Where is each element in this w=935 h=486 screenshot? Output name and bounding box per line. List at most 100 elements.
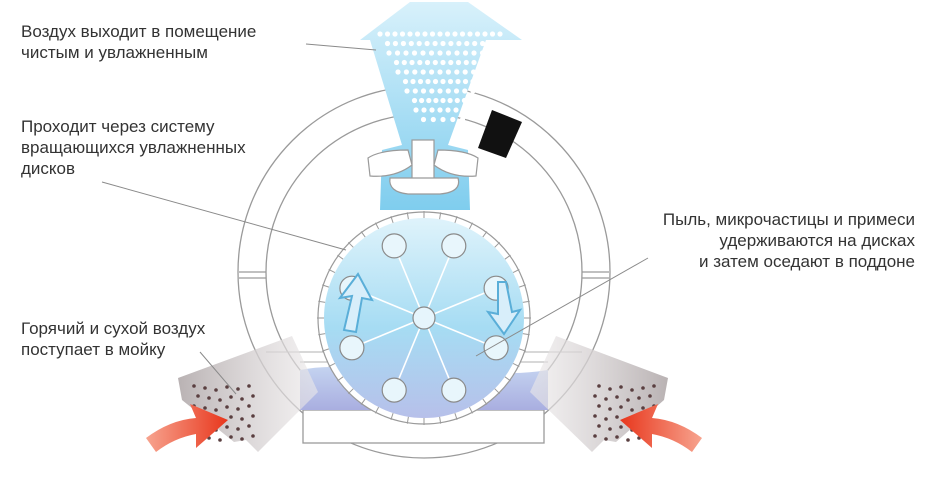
wheel-spoke xyxy=(423,317,497,349)
dust-particle xyxy=(626,398,630,402)
water-droplet xyxy=(463,59,469,66)
water-droplet xyxy=(452,31,458,37)
water-droplet xyxy=(412,69,418,75)
dust-particle xyxy=(225,405,229,409)
gear-tooth xyxy=(337,376,344,382)
water-droplet xyxy=(393,59,400,66)
water-droplet xyxy=(459,31,466,37)
water-droplet xyxy=(425,78,431,85)
dust-particle xyxy=(196,394,200,398)
gear-tooth xyxy=(390,216,394,224)
gear-tooth xyxy=(454,412,458,420)
gear-tooth xyxy=(318,300,326,303)
wheel-disc xyxy=(339,335,365,361)
water-droplet xyxy=(471,59,477,66)
water-droplet xyxy=(428,50,435,56)
dust-particle xyxy=(247,424,251,428)
dust-particle xyxy=(641,406,645,410)
dust-particle xyxy=(604,417,608,421)
water-droplet xyxy=(447,78,454,85)
gear-tooth xyxy=(454,216,458,224)
rotation-arrow-down-icon xyxy=(485,281,523,336)
dust-particle xyxy=(229,395,233,399)
dust-particle xyxy=(225,425,229,429)
water-droplet xyxy=(482,31,488,37)
dust-particle xyxy=(615,395,619,399)
gear-tooth xyxy=(504,254,511,260)
water-droplet xyxy=(462,50,469,56)
water-droplet xyxy=(409,59,415,66)
dust-particle xyxy=(214,408,218,412)
water-droplet xyxy=(437,88,443,94)
water-droplet xyxy=(440,59,446,66)
water-droplet xyxy=(461,107,467,113)
water-droplet xyxy=(471,69,477,75)
dust-particle xyxy=(251,414,255,418)
dust-particle xyxy=(240,437,244,441)
dust-particle xyxy=(637,396,641,400)
water-droplet xyxy=(440,40,446,47)
water-droplet xyxy=(429,69,435,75)
leader-lines xyxy=(101,43,649,395)
dust-label: Пыль, микрочастицы и примеси удерживаютс… xyxy=(663,209,915,272)
water-droplet xyxy=(497,31,503,37)
water-droplet xyxy=(454,97,460,104)
water-droplet xyxy=(426,97,432,104)
dust-particle xyxy=(608,387,612,391)
water-droplet xyxy=(416,40,422,47)
gear-tooth xyxy=(337,254,344,260)
dust-particle xyxy=(619,405,623,409)
water-droplet xyxy=(437,107,443,113)
water-droplet xyxy=(456,40,462,47)
water-droplet xyxy=(403,69,409,75)
water-droplet xyxy=(455,78,461,85)
water-droplet xyxy=(408,40,414,47)
water-droplet xyxy=(413,107,419,113)
water-droplet xyxy=(432,78,439,85)
wheel-spoke xyxy=(423,287,497,319)
wheel-disc xyxy=(381,233,407,259)
wheel-disc xyxy=(381,377,407,403)
water-droplet xyxy=(495,40,502,47)
water-droplet xyxy=(417,78,424,85)
water-droplet xyxy=(411,50,418,56)
water-droplet xyxy=(404,88,410,94)
discs-label-line2: вращающихся увлажненных xyxy=(21,138,246,157)
water-droplet xyxy=(462,69,468,75)
water-droplet xyxy=(440,116,446,123)
water-droplet xyxy=(422,31,428,37)
dust-particle xyxy=(604,437,608,441)
gear-tooth xyxy=(512,268,520,274)
water-droplet xyxy=(448,40,454,47)
water-droplet xyxy=(488,50,494,56)
water-droplet xyxy=(470,88,476,94)
water-droplet xyxy=(489,31,496,37)
water-droplet xyxy=(479,69,485,75)
dust-particle xyxy=(207,396,211,400)
dust-particle xyxy=(619,385,623,389)
dust-particle xyxy=(236,427,240,431)
gear-tooth xyxy=(439,416,442,424)
water-droplets xyxy=(377,31,503,123)
inlet-label-line2: поступает в мойку xyxy=(21,340,166,359)
water-droplet xyxy=(453,88,460,94)
discs-label: Проходит через систему вращающихся увлаж… xyxy=(21,116,246,179)
dust-particle xyxy=(192,384,196,388)
gear-tooth xyxy=(360,398,366,405)
dust-particle xyxy=(626,438,630,442)
discs-label-line3: дисков xyxy=(21,159,76,178)
water-droplet xyxy=(430,116,436,123)
dust-particle xyxy=(218,398,222,402)
dust-particle xyxy=(225,385,229,389)
water-droplet xyxy=(400,40,406,47)
gear-tooth xyxy=(439,212,442,220)
dust-particle xyxy=(597,424,601,428)
water-droplet xyxy=(440,97,446,104)
gear-tooth xyxy=(482,231,488,238)
water-droplet xyxy=(384,40,391,47)
fan xyxy=(367,139,479,195)
water-droplet xyxy=(403,50,409,56)
dust-particle xyxy=(652,384,656,388)
water-droplet xyxy=(447,97,453,104)
dust-particle xyxy=(251,394,255,398)
